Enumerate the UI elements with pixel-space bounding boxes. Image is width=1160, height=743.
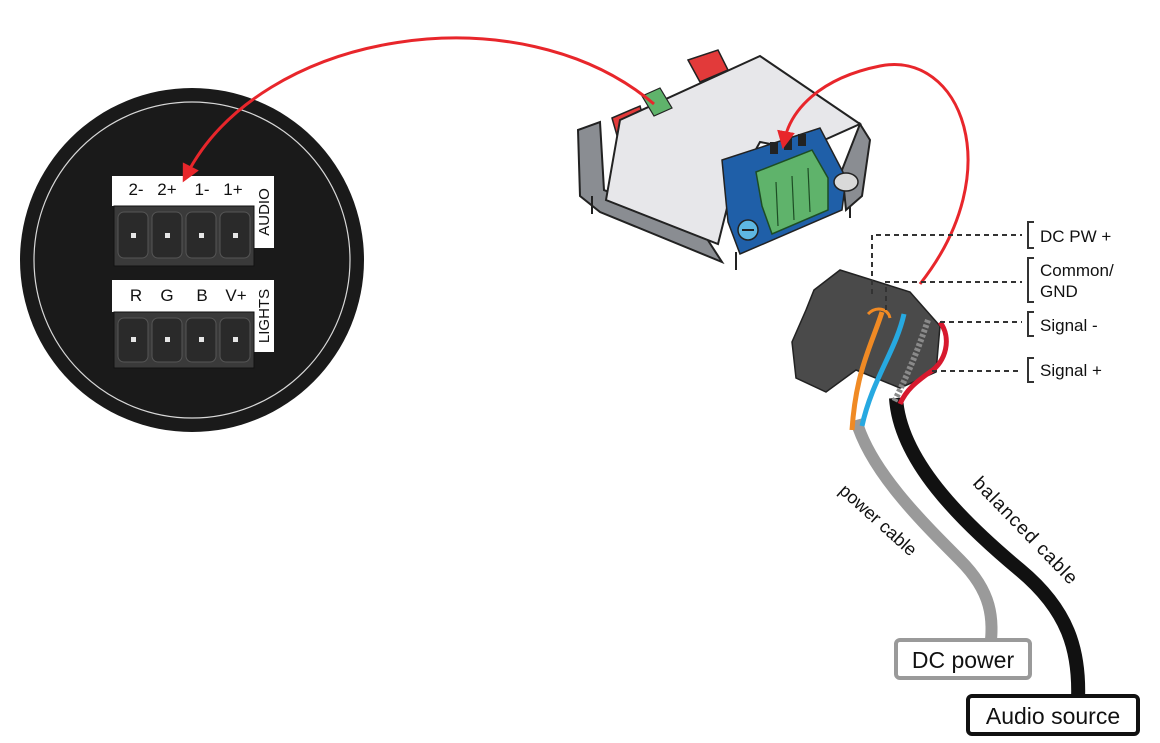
audio-source-box xyxy=(966,694,1140,736)
callout-bracket xyxy=(1027,357,1034,383)
label-audio-source: Audio source xyxy=(986,703,1120,729)
label-signal-minus: Signal - xyxy=(1040,316,1098,335)
callout-bracket xyxy=(1027,257,1034,303)
wire-red xyxy=(897,320,949,406)
audio-pin-label: 2+ xyxy=(157,180,176,199)
label-signal-plus: Signal + xyxy=(1040,361,1102,380)
label-dc-power: DC power xyxy=(912,647,1015,673)
lights-pin-label: V+ xyxy=(225,286,246,305)
audio-pin-label: 1- xyxy=(194,180,209,199)
audio-pin-label: 2- xyxy=(128,180,143,199)
label-common-line2: GND xyxy=(1040,282,1078,301)
callout-line-common xyxy=(885,281,1022,310)
audio-terminal-block xyxy=(113,205,255,267)
label-dc-pw-plus: DC PW + xyxy=(1040,227,1111,246)
callout-bracket xyxy=(1027,221,1034,249)
audio-block-label: AUDIO xyxy=(256,188,273,236)
lights-pin-label: R xyxy=(130,286,142,305)
balanced-cable xyxy=(889,397,1086,701)
audio-pin-label: 1+ xyxy=(223,180,242,199)
lights-pin-label: B xyxy=(196,286,207,305)
lights-terminal-block xyxy=(113,311,255,369)
wire-blue xyxy=(859,313,907,427)
arrow-plug-to-module xyxy=(777,63,970,285)
lights-block-label: LIGHTS xyxy=(256,289,273,343)
power-cable xyxy=(850,418,998,651)
label-common-line1: Common/ xyxy=(1040,261,1114,280)
label-power-cable: power cable xyxy=(835,480,921,560)
wire-loop xyxy=(866,307,892,319)
callout-line-dc-pw xyxy=(871,234,1022,294)
callout-bracket xyxy=(1027,311,1034,337)
module-illustration xyxy=(576,49,872,270)
arrow-module-to-audio xyxy=(182,36,655,183)
connector-plug xyxy=(791,269,941,393)
wire-orange xyxy=(849,311,885,431)
dc-power-box xyxy=(894,638,1032,680)
lights-pin-label: G xyxy=(160,286,173,305)
